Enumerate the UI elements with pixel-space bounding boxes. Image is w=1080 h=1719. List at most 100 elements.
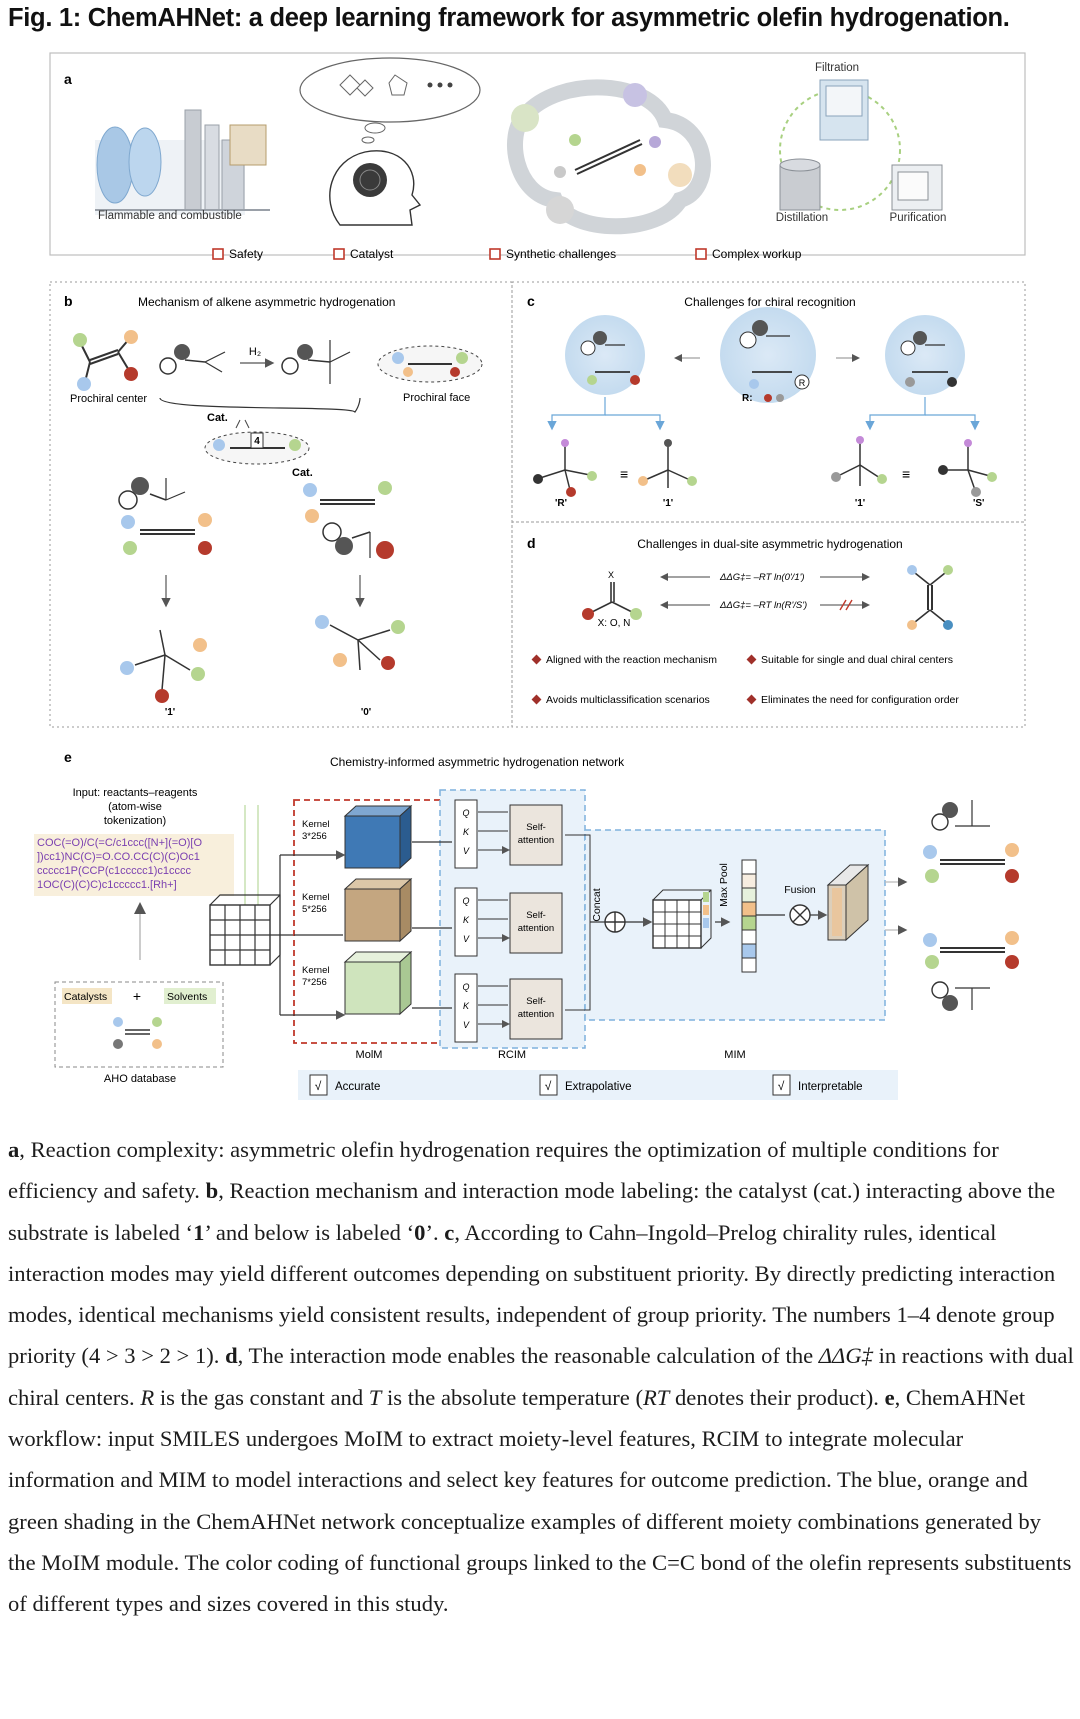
k-2: K xyxy=(463,915,470,925)
product-1 xyxy=(120,629,207,703)
output-slab xyxy=(826,863,870,942)
panel-c: c Challenges for chiral recognition R R: xyxy=(511,281,1026,523)
catalyst-complex-1 xyxy=(159,344,226,375)
x-atom-label: X xyxy=(608,570,614,580)
checkbox-workup: Complex workup xyxy=(695,247,802,261)
caption-b-zero: 0 xyxy=(414,1219,426,1245)
rcim-label: RCIM xyxy=(498,1049,526,1061)
check-interpretable-mark: √ xyxy=(778,1079,785,1093)
fusion-label: Fusion xyxy=(784,884,816,896)
panel-e-label: e xyxy=(64,749,72,765)
caption-e-label: e xyxy=(884,1384,895,1410)
panel-a: a Flammable and combustible xyxy=(49,52,1026,261)
prochiral-alkene xyxy=(73,330,138,391)
panel-e-title: Chemistry-informed asymmetric hydrogenat… xyxy=(330,755,625,769)
input-line-1: Input: reactants–reagents xyxy=(73,787,198,799)
v-1: V xyxy=(463,846,470,856)
check-extrapolative: √ Extrapolative xyxy=(539,1074,631,1096)
catalyst-complex-2 xyxy=(281,340,351,384)
sa-2-line1: Self- xyxy=(526,910,546,921)
caption-d-T: T xyxy=(368,1384,382,1410)
kernel-2-line2: 5*256 xyxy=(302,904,327,915)
checkbox-safety: Safety xyxy=(212,247,263,261)
label-1a: '1' xyxy=(663,498,673,509)
concat-label: Concat xyxy=(591,888,603,921)
caption-d-math: ΔΔG‡ xyxy=(818,1343,873,1369)
bullet-3: Avoids multiclassification scenarios xyxy=(531,694,710,706)
workup-equipment xyxy=(779,79,943,211)
kernel-2: Kernel 5*256 xyxy=(302,877,413,943)
v-2: V xyxy=(463,934,470,944)
sa-3-line1: Self- xyxy=(526,996,546,1007)
solvents-label: Solvents xyxy=(167,991,207,1003)
mim-label: MIM xyxy=(724,1049,745,1061)
smiles-line-1: COC(=O)/C(=C/c1ccc([N+](=O)[O xyxy=(37,837,202,849)
q-1: Q xyxy=(462,808,469,818)
complex-center: R R: xyxy=(739,320,810,404)
product-0 xyxy=(315,615,405,671)
kernel-3-line1: Kernel xyxy=(302,965,329,976)
panel-c-label: c xyxy=(527,293,535,309)
check-interpretable: √ Interpretable xyxy=(772,1074,863,1096)
caption-b-text-1: , Reaction mechanism and interaction mod… xyxy=(8,1178,1056,1245)
bullet-2-text: Suitable for single and dual chiral cent… xyxy=(761,654,953,666)
label-R: 'R' xyxy=(555,498,567,509)
panel-a-label: a xyxy=(64,71,72,87)
sa-2-line2: attention xyxy=(518,923,554,934)
catalyst-face-approach xyxy=(204,419,310,465)
k-1: K xyxy=(463,827,470,837)
maxpool-label: Max Pool xyxy=(718,863,730,907)
output-complex-top xyxy=(923,800,1019,883)
panel-d: d Challenges in dual-site asymmetric hyd… xyxy=(511,521,1026,728)
label-0: '0' xyxy=(361,707,371,718)
label-S: 'S' xyxy=(973,498,984,509)
panel-e: e Chemistry-informed asymmetric hydrogen… xyxy=(34,749,1019,1100)
check-accurate-mark: √ xyxy=(315,1079,322,1093)
checkbox-label-catalyst: Catalyst xyxy=(350,247,394,261)
caption-b-label: b xyxy=(205,1178,219,1204)
caption-d-R: R xyxy=(140,1384,155,1410)
tetrahedron-1b xyxy=(831,436,887,486)
intermediate-above xyxy=(118,477,212,555)
caption-a-label: a xyxy=(8,1137,20,1162)
molm-label: MolM xyxy=(356,1049,383,1061)
dual-alkene xyxy=(907,565,953,630)
filtration-label: Filtration xyxy=(815,62,859,74)
caption-d-text-2: in reactions with dual chiral centers. xyxy=(8,1343,1074,1410)
q-2: Q xyxy=(462,896,469,906)
cat-number: 4 xyxy=(254,436,260,447)
bullet-2: Suitable for single and dual chiral cent… xyxy=(746,654,953,666)
panel-b-title: Mechanism of alkene asymmetric hydrogena… xyxy=(138,295,395,309)
equation-1: ΔΔG‡= –RT ln(0'/1') xyxy=(719,572,805,583)
caption-d-label: d xyxy=(225,1343,238,1369)
token-grid xyxy=(209,894,281,966)
checkbox-label-workup: Complex workup xyxy=(712,247,802,261)
panel-c-title: Challenges for chiral recognition xyxy=(684,295,855,309)
caption-d-text-3: is the gas constant and xyxy=(154,1384,369,1410)
r-group-label: R: xyxy=(742,393,753,404)
panel-b: b Mechanism of alkene asymmetric hydroge… xyxy=(49,281,513,728)
q-3: Q xyxy=(462,982,469,992)
smiles-line-2: ])cc1)NC(C)=O.CO.CC(C)(C)Oc1 xyxy=(37,851,200,863)
flammable-label: Flammable and combustible xyxy=(98,210,242,222)
figure-graphic: a Flammable and combustible xyxy=(34,52,1026,1100)
database-label: AHO database xyxy=(104,1073,176,1085)
bullet-3-text: Avoids multiclassification scenarios xyxy=(546,694,710,706)
check-extrapolative-label: Extrapolative xyxy=(565,1081,631,1093)
panel-d-title: Challenges in dual-site asymmetric hydro… xyxy=(637,537,902,551)
smiles-line-3: ccccc1P(CCP(c1ccccc1)c1cccc xyxy=(37,865,192,877)
bullet-4-text: Eliminates the need for configuration or… xyxy=(761,694,959,706)
sa-3-line2: attention xyxy=(518,1009,554,1020)
tetrahedron-1a xyxy=(638,439,697,488)
plus-label: + xyxy=(133,988,141,1004)
aho-database-box: Catalysts + Solvents xyxy=(54,981,224,1068)
label-1: '1' xyxy=(165,707,175,718)
h2-label: H₂ xyxy=(249,346,261,358)
figure-caption: a, Reaction complexity: asymmetric olefi… xyxy=(8,1129,1074,1625)
prochiral-face xyxy=(377,345,483,383)
check-interpretable-label: Interpretable xyxy=(798,1081,863,1093)
attention-block-2: Q K V Self- attention xyxy=(454,887,563,957)
cat-label-2: Cat. xyxy=(292,467,313,479)
kernel-3-line2: 7*256 xyxy=(302,977,327,988)
tetrahedron-S xyxy=(938,439,997,497)
